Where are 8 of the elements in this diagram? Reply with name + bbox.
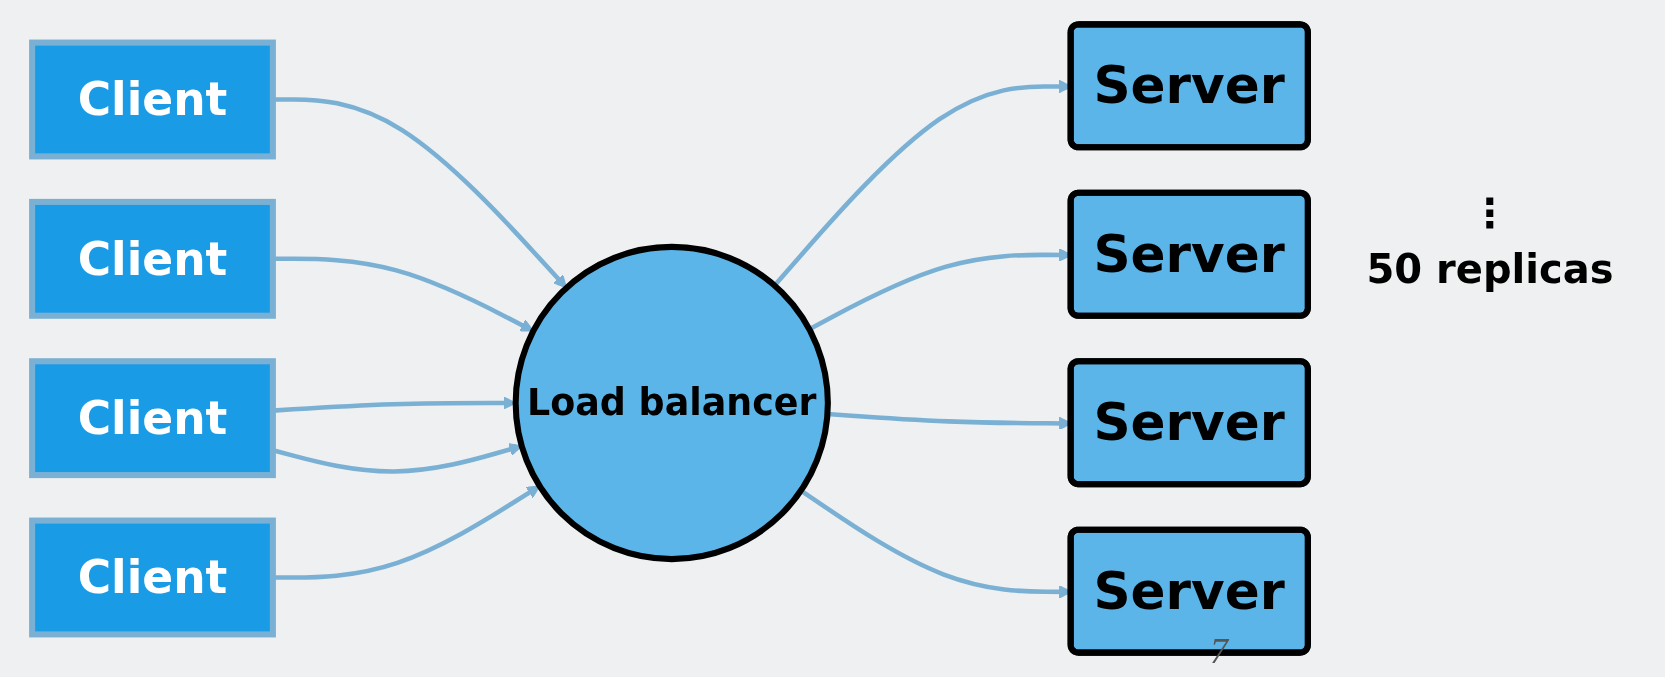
ellipsis-mark: ⋮ bbox=[1469, 190, 1511, 236]
page-number: 7 bbox=[1210, 630, 1228, 672]
note-text: 50 replicas bbox=[1365, 246, 1615, 292]
node-box: Client bbox=[29, 198, 276, 319]
node-box: Client bbox=[29, 517, 276, 638]
node-circle: Load balancer bbox=[512, 243, 831, 563]
node-box: Client bbox=[29, 39, 276, 160]
node-box: Client bbox=[29, 358, 276, 479]
